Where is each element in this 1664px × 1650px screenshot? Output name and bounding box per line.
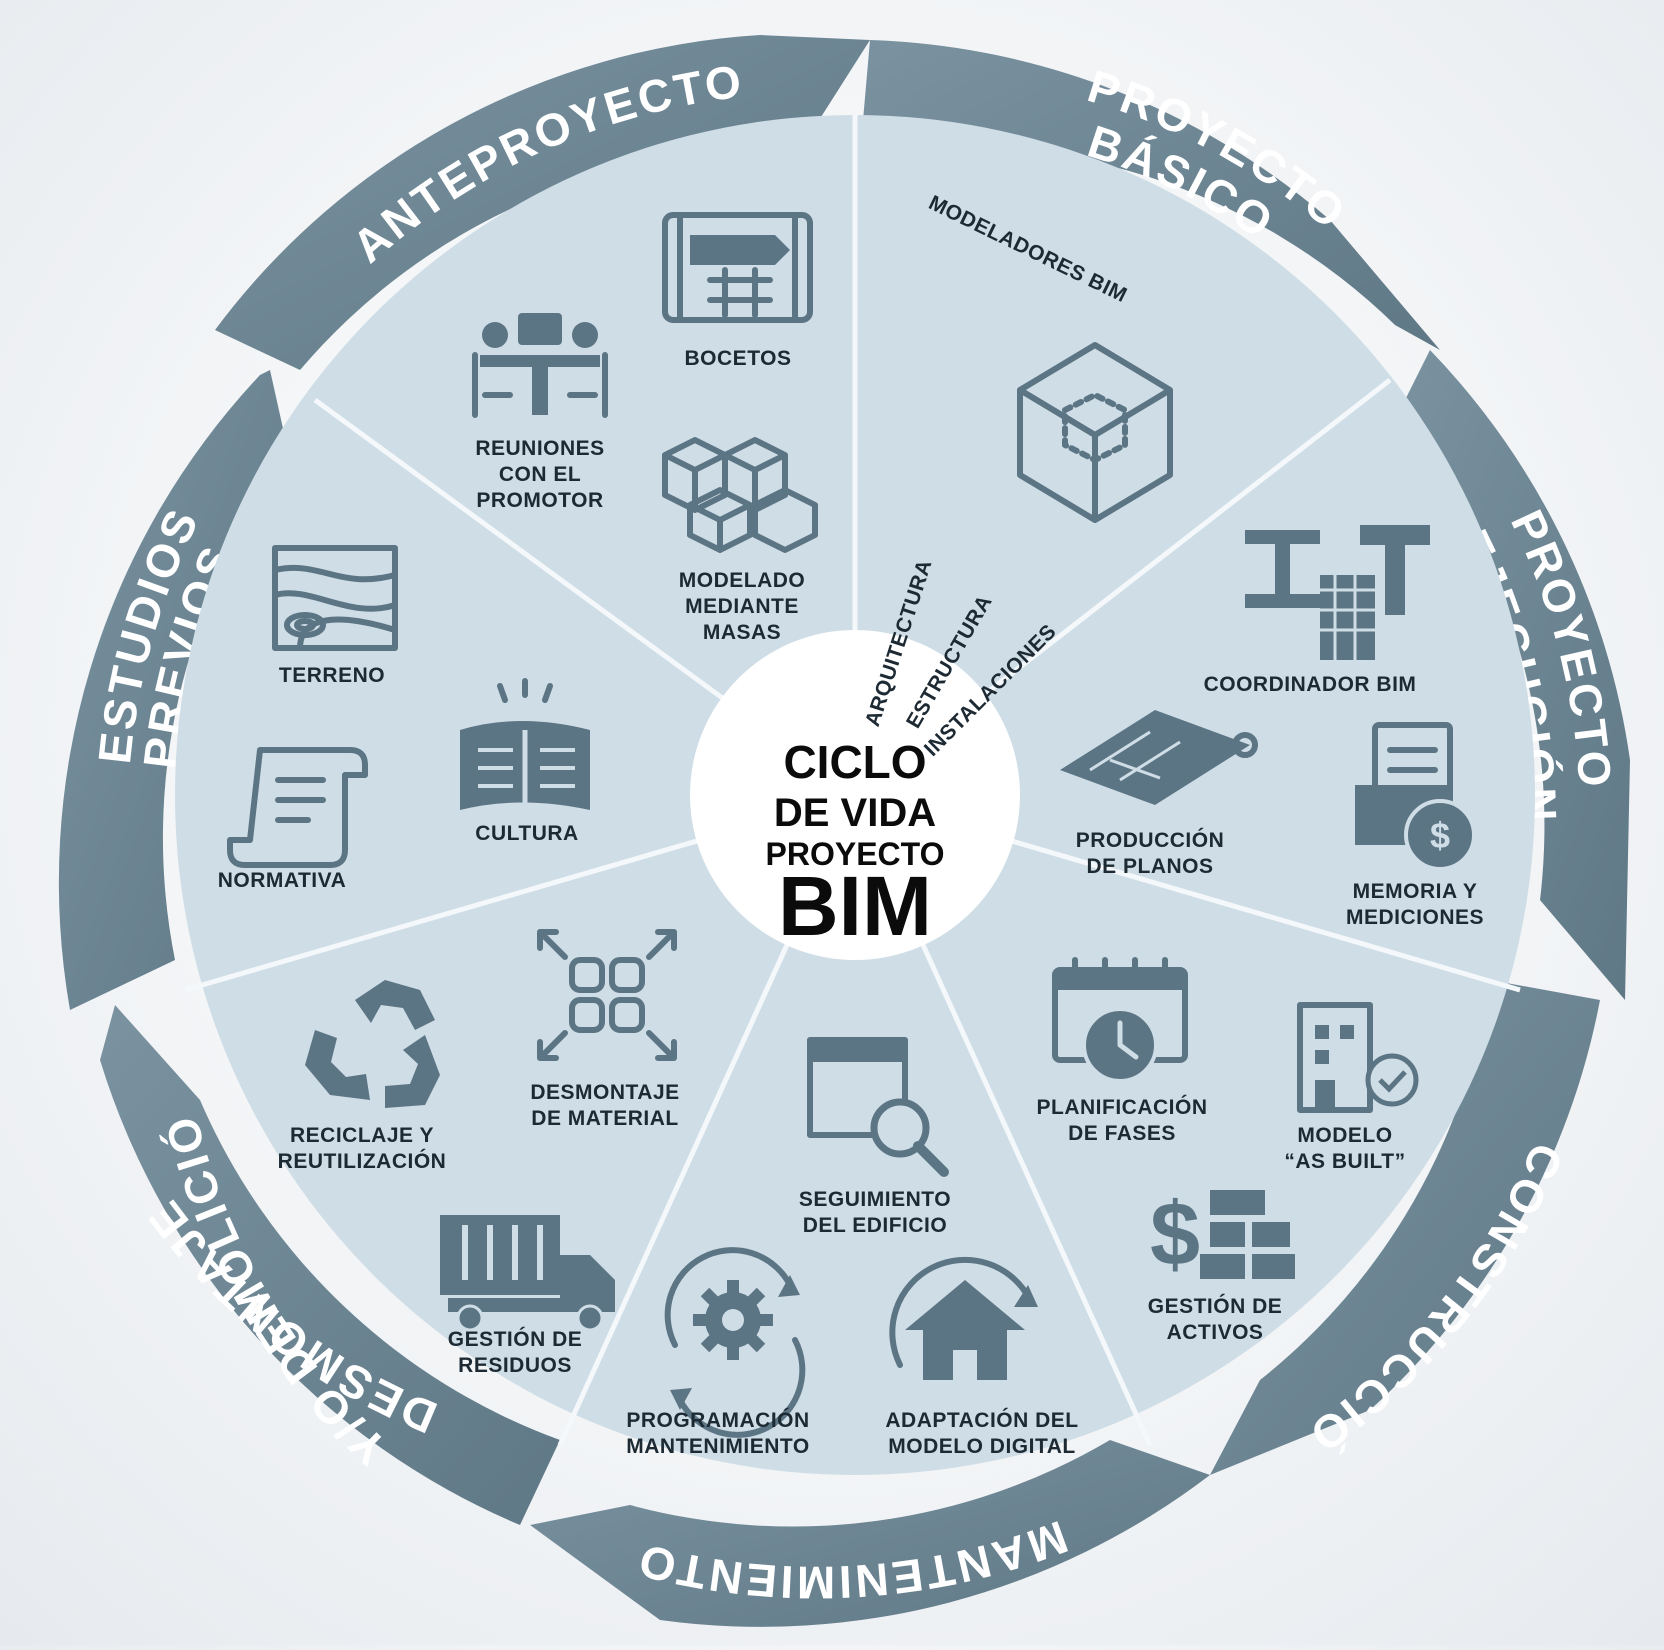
asset-dollar-glyph: $: [1150, 1185, 1200, 1285]
label-memoria-1: MEMORIA Y: [1353, 880, 1478, 903]
building-check-icon: [1297, 1002, 1419, 1113]
label-desmontaje-material-1: DESMONTAJE: [530, 1081, 679, 1104]
label-cultura: CULTURA: [475, 822, 578, 845]
label-seguimiento-2: DEL EDIFICIO: [803, 1214, 947, 1237]
disassembly-icon: [537, 929, 677, 1061]
folder-dollar-icon: $: [1355, 722, 1476, 871]
calendar-clock-icon: [1052, 957, 1188, 1083]
label-seguimiento-1: SEGUIMIENTO: [799, 1188, 951, 1211]
label-planificacion-1: PLANIFICACIÓN: [1037, 1095, 1208, 1119]
label-terreno: TERRENO: [279, 664, 385, 687]
label-reuniones-1: REUNIONES: [475, 437, 604, 460]
center-hub: [690, 630, 1020, 960]
label-planificacion-2: DE FASES: [1068, 1122, 1176, 1145]
label-bocetos: BOCETOS: [685, 347, 792, 370]
dollar-glyph: $: [1430, 815, 1450, 856]
beam-pipe-icon: [1245, 525, 1430, 660]
terrain-map-icon: [272, 545, 398, 651]
ring-arrow-anteproyecto: [215, 35, 870, 370]
plans-icon: [1060, 710, 1258, 805]
label-modelado-1: MODELADO: [679, 569, 806, 592]
label-programacion-2: MANTENIMIENTO: [626, 1435, 809, 1458]
open-book-icon: [460, 678, 590, 810]
truck-icon: [440, 1215, 615, 1332]
building-search-icon: [807, 1037, 949, 1177]
recycle-icon: [305, 980, 440, 1108]
gear-cycle-icon: [664, 1247, 806, 1438]
label-programacion-1: PROGRAMACIÓN: [626, 1408, 809, 1432]
label-as-built-2: “AS BUILT”: [1284, 1150, 1405, 1173]
label-modelado-2: MEDIANTE: [685, 595, 799, 618]
label-reciclaje-1: RECICLAJE Y: [290, 1124, 434, 1147]
ring-arrow-desmontaje: [100, 1005, 560, 1525]
center-title-line1: CICLO: [783, 736, 926, 788]
label-reuniones-2: CON EL: [499, 463, 581, 486]
label-normativa: NORMATIVA: [218, 869, 347, 892]
house-cycle-icon: [889, 1256, 1038, 1380]
label-reciclaje-2: REUTILIZACIÓN: [278, 1149, 447, 1173]
ring-arrow-proyecto-basico: [860, 40, 1440, 350]
blueprint-icon: [662, 212, 813, 323]
label-reuniones-3: PROMOTOR: [476, 489, 603, 512]
bim-cube-icon: [1017, 342, 1173, 523]
label-gestion-activos-1: GESTIÓN DE: [1148, 1294, 1283, 1318]
label-gestion-residuos-2: RESIDUOS: [458, 1354, 572, 1377]
label-gestion-activos-2: ACTIVOS: [1167, 1321, 1264, 1344]
label-coordinador-bim: COORDINADOR BIM: [1204, 673, 1417, 696]
label-memoria-2: MEDICIONES: [1346, 906, 1484, 929]
center-title-line3: PROYECTO: [766, 836, 945, 872]
meeting-icon: [472, 313, 608, 418]
ring-arrow-proyecto-ejecucion: [1395, 350, 1630, 1000]
asset-bricks-icon: $: [1150, 1185, 1295, 1285]
label-modelado-3: MASAS: [703, 621, 781, 644]
label-adaptacion-2: MODELO DIGITAL: [888, 1435, 1075, 1458]
center-title-line2: DE VIDA: [774, 791, 936, 835]
label-adaptacion-1: ADAPTACIÓN DEL: [885, 1408, 1078, 1432]
ring-arrow-construccion: [1210, 980, 1600, 1475]
label-as-built-1: MODELO: [1297, 1124, 1392, 1147]
center-title-line4: BIM: [778, 859, 932, 953]
label-desmontaje-material-2: DE MATERIAL: [531, 1107, 678, 1130]
label-produccion-2: DE PLANOS: [1086, 855, 1213, 878]
label-gestion-residuos-1: GESTIÓN DE: [448, 1327, 583, 1351]
mass-cubes-icon: [662, 437, 818, 553]
scroll-document-icon: [227, 747, 368, 868]
ring-arrow-mantenimiento: [530, 1440, 1210, 1627]
label-produccion-1: PRODUCCIÓN: [1076, 828, 1225, 852]
